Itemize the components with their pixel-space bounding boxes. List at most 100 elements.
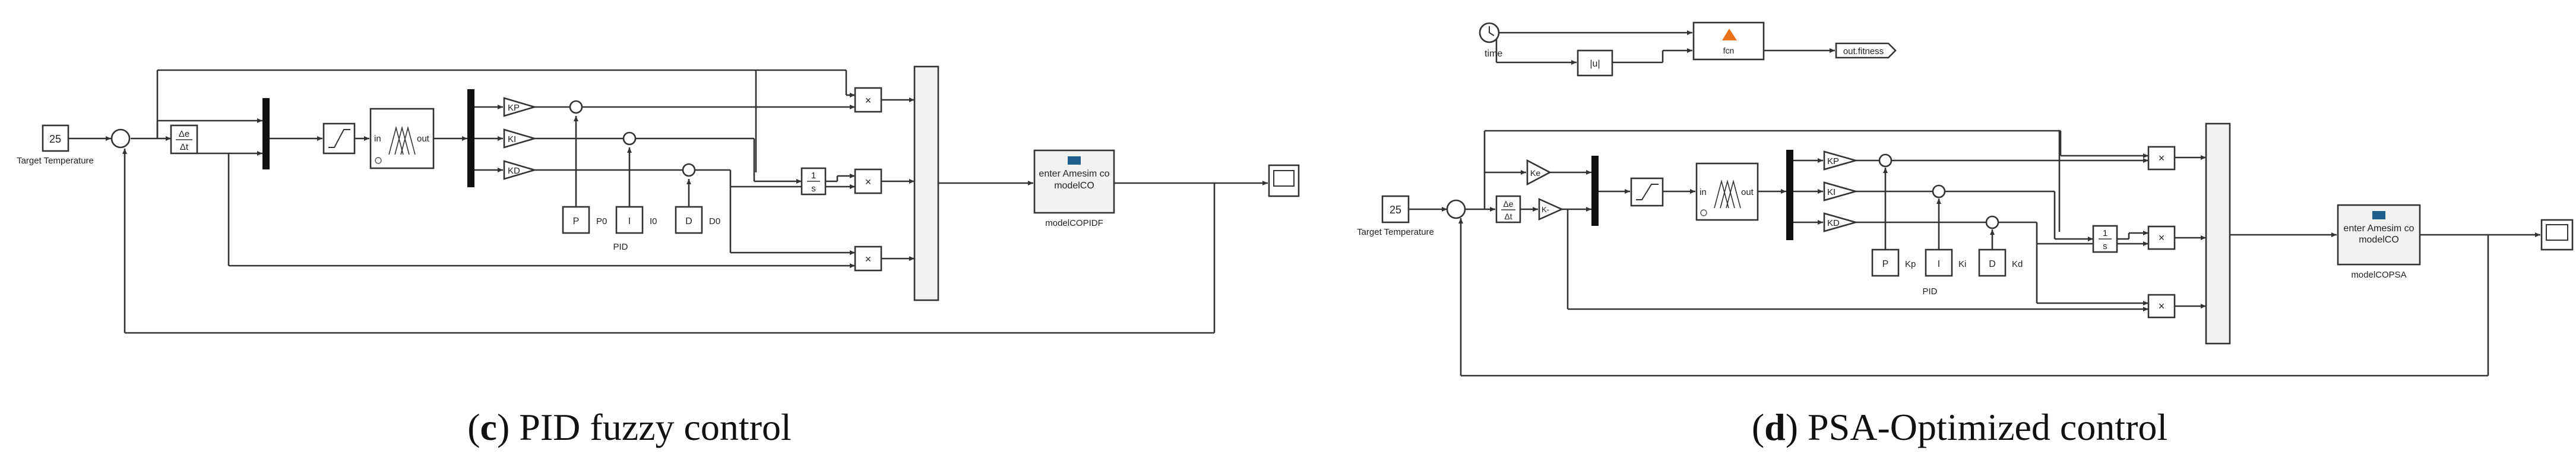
panel-c-demux — [467, 89, 474, 187]
panel-c-product-1-sign: × — [865, 95, 872, 106]
panel-d-matlab-icon — [1722, 29, 1737, 40]
panel-c-caption-letter: c — [480, 406, 497, 448]
panel-c-gain-kp — [503, 97, 537, 117]
panel-d-caption-text: PSA-Optimized control — [1798, 406, 2167, 448]
panel-d-pid-label: PID — [1922, 287, 1937, 297]
panel-c-caption-text: PID fuzzy control — [509, 406, 792, 448]
panel-d-target-constant — [1381, 195, 1410, 224]
panel-c-diagram: 25 Target Temperature Δe Δt in out KP KI… — [17, 65, 1300, 334]
panel-c-target-value: 25 — [49, 133, 61, 145]
panel-c-membership-icon — [388, 125, 416, 155]
panel-d-int-top: 1 — [2103, 228, 2107, 238]
panel-d-clock-icon — [1489, 26, 1495, 36]
panel-c-gain-kp-label: KP — [508, 103, 520, 113]
panel-c-scope-icon — [1273, 170, 1295, 187]
panel-d-gain-kd-label: KD — [1827, 218, 1840, 228]
panel-c-fis-out: out — [417, 134, 430, 144]
panel-d-product-2-sign: × — [2159, 232, 2165, 244]
panel-d-product-3 — [2147, 294, 2176, 319]
panel-c-fis-in: in — [374, 134, 381, 144]
panel-d-amesim-name: modelCOPSA — [2351, 270, 2406, 280]
panel-c-deriv-bottom: Δt — [180, 142, 189, 152]
panel-c-const-i-label: I — [628, 216, 631, 226]
panel-c-product-1 — [854, 87, 882, 113]
panel-d-const-kp: Kp — [1905, 259, 1916, 269]
panel-d-matlab-fcn — [1692, 21, 1765, 61]
panel-d-derivative-block — [1495, 195, 1521, 224]
panel-d-product-1 — [2147, 146, 2176, 171]
panel-d-wires — [1409, 30, 2540, 377]
panel-d-fitness-label: out.fitness — [1843, 46, 1884, 56]
panel-d-target-label: Target Temperature — [1357, 227, 1434, 237]
panel-d-fuzzy-controller — [1695, 162, 1759, 221]
panel-c-output-sum — [913, 65, 939, 301]
panel-c-caption: (c) PID fuzzy control — [467, 406, 792, 448]
panel-c-gain-ki-label: KI — [508, 134, 516, 144]
panel-c-fuzzy-controller — [369, 108, 435, 169]
panel-c-const-p-label: P — [573, 216, 580, 226]
panel-d-fis-out: out — [1741, 187, 1754, 197]
panel-d-output-sum — [2205, 122, 2231, 345]
panel-d-caption-letter: d — [1764, 406, 1786, 448]
panel-d-sum-i — [1932, 184, 1946, 199]
panel-d-scope-icon — [2546, 224, 2568, 241]
panel-c-const-i — [615, 206, 644, 234]
panel-d-gain-ki-label: KI — [1827, 187, 1836, 197]
panel-d-gain-ke — [1526, 159, 1552, 186]
panel-c-deriv-top: Δe — [179, 129, 189, 139]
panel-d-clock-label: time — [1485, 49, 1502, 59]
panel-d-const-i — [1925, 248, 1953, 277]
panel-c-mux — [262, 98, 270, 169]
panel-d-error-sum — [1446, 199, 1466, 219]
panel-c-amesim-line1: enter Amesim co — [1039, 169, 1109, 179]
panel-d-const-d — [1978, 248, 2007, 277]
panel-d-fitness-output — [1835, 42, 1897, 59]
panel-d-diagram: time |u| fcn out.fitness 25 Target Tempe… — [1357, 21, 2574, 377]
panel-d-const-p-label: P — [1882, 259, 1889, 269]
panel-d-target-value: 25 — [1390, 204, 1401, 216]
panel-c-int-top: 1 — [811, 171, 816, 181]
panel-c-sum-p — [569, 100, 583, 114]
panel-c-sum-i — [622, 131, 637, 146]
panel-c-amesim-name: modelCOPIDF — [1045, 218, 1103, 228]
panel-c-product-2-sign: × — [865, 176, 872, 188]
panel-d-gain-k — [1538, 197, 1564, 221]
panel-c-amesim-icon — [1068, 156, 1081, 165]
panel-d-int-bottom: s — [2103, 241, 2107, 251]
panel-d-const-d-label: D — [1989, 259, 1996, 269]
panel-d-const-ki: Ki — [1958, 259, 1966, 269]
panel-d-amesim-icon — [2372, 211, 2385, 219]
panel-d-fis-in: in — [1700, 187, 1707, 197]
panel-d-abs-label: |u| — [1590, 59, 1600, 69]
panel-d-const-p — [1871, 248, 1900, 277]
panel-d-gain-k-label: K- — [1542, 205, 1549, 214]
panel-d-gain-kp — [1823, 150, 1859, 171]
panel-d-sum-d — [1985, 215, 1999, 229]
panel-d-deriv-top: Δe — [1503, 199, 1513, 209]
panel-d-product-1-sign: × — [2159, 152, 2165, 164]
panel-c-const-d — [675, 206, 703, 234]
panel-c-product-3-sign: × — [865, 253, 872, 265]
panel-d-abs-block — [1577, 49, 1613, 77]
panel-c-const-p — [562, 206, 590, 234]
panel-d-gain-ke-label: Ke — [1530, 168, 1540, 178]
panel-c-int-bottom: s — [811, 184, 816, 194]
panel-c-pid-label: PID — [613, 242, 628, 252]
panel-c-const-d-label: D — [685, 216, 692, 226]
panel-d-const-kd: Kd — [2012, 259, 2023, 269]
panel-d-mux — [1591, 156, 1599, 226]
panel-c-const-i0: I0 — [650, 216, 657, 226]
panel-c-gain-kd — [503, 160, 537, 180]
panel-c-amesim-line2: modelCO — [1054, 181, 1094, 191]
panel-d-demux — [1786, 150, 1793, 240]
panel-c-const-p0: P0 — [596, 216, 607, 226]
panel-c-error-sum — [110, 128, 131, 149]
panel-d-gain-kd — [1823, 212, 1859, 232]
panel-d-caption: (d) PSA-Optimized control — [1752, 406, 2167, 448]
panel-c-sum-d — [682, 163, 696, 177]
panel-d-const-i-label: I — [1938, 259, 1940, 269]
panel-c-const-d0: D0 — [709, 216, 720, 226]
panel-d-gain-kp-label: KP — [1827, 156, 1839, 166]
panel-d-fcn-label: fcn — [1723, 46, 1735, 55]
